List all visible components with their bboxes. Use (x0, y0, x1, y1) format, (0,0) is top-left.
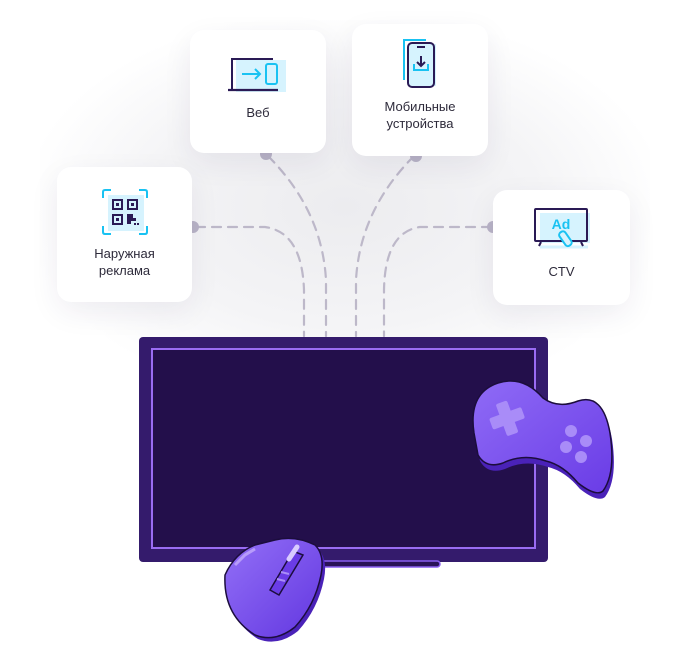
qr-code-icon (101, 189, 148, 235)
connector-web (266, 154, 328, 338)
smartphone-download-icon (403, 39, 436, 88)
mouse-icon (224, 537, 326, 642)
tv-ad-text: Ad (551, 216, 570, 232)
tv-ad-icon: Ad (533, 208, 590, 249)
channel-card-web: Веб (190, 30, 326, 153)
channel-label-ooh: Наружная реклама (94, 246, 155, 278)
laptop-to-mobile-icon (228, 58, 286, 92)
channel-card-ctv: Ad CTV (493, 190, 630, 305)
gamepad-icon (472, 380, 614, 499)
channel-label-web: Веб (246, 105, 270, 120)
channel-card-ooh: Наружная реклама (57, 167, 192, 302)
channel-card-mobile: Мобильные устройства (352, 24, 488, 156)
channel-label-ctv: CTV (548, 264, 575, 279)
connector-ooh (194, 225, 306, 338)
channel-label-mobile: Мобильные устройства (384, 99, 456, 131)
connector-mobile (354, 154, 416, 338)
connector-ctv (382, 225, 493, 338)
